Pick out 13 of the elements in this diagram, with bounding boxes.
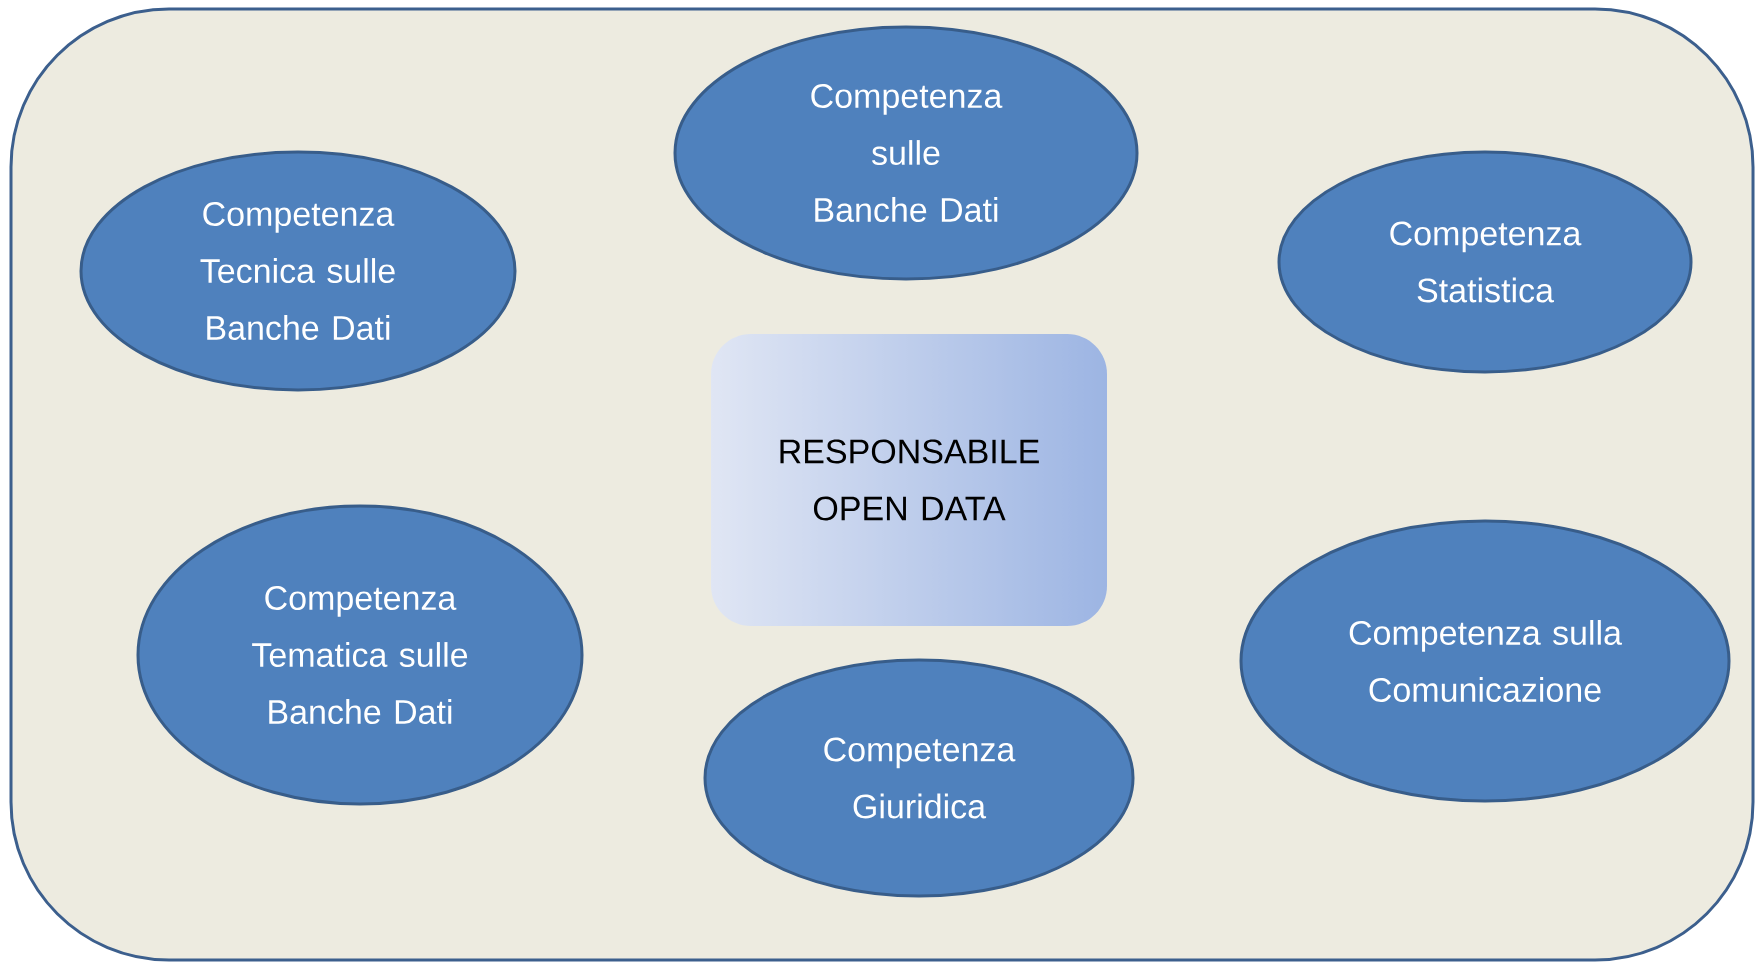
label: Competenza Tematica sulle Banche Dati — [252, 585, 468, 725]
ellipse — [673, 25, 1139, 281]
label: Competenza sulla Comunicazione — [1349, 620, 1622, 702]
ellipse — [1277, 150, 1693, 374]
label: Competenza Giuridica — [824, 737, 1016, 819]
label: Competenza Tecnica sulle Banche Dati — [200, 201, 395, 341]
label: Competenza Statistica — [1390, 221, 1582, 303]
label: Competenza sulle Banche Dati — [811, 83, 1003, 223]
ellipse — [136, 504, 584, 806]
ellipse — [703, 658, 1135, 898]
ellipse — [1239, 519, 1731, 803]
label: RESPONSABILE OPEN DATA — [780, 439, 1039, 521]
ellipse — [79, 150, 517, 392]
